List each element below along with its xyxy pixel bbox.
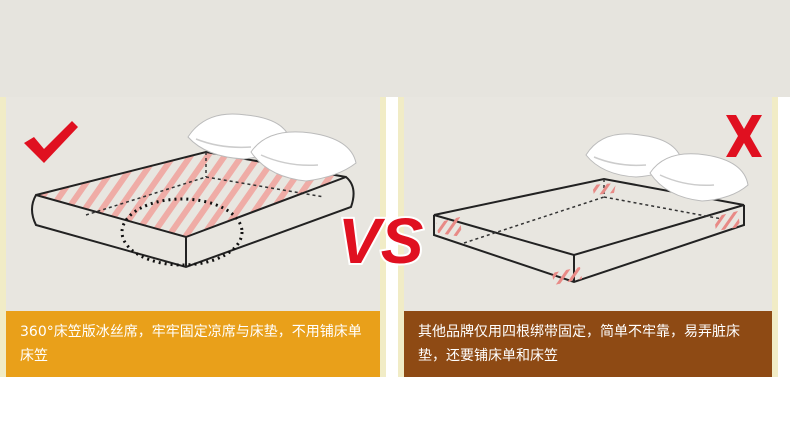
mattress-outline (31, 175, 355, 269)
mattress-hidden-edge (205, 176, 325, 198)
mattress-outline (433, 205, 745, 284)
mattress-hidden-edge (603, 196, 723, 220)
pillow (250, 131, 357, 182)
corner-strap (436, 217, 462, 237)
corner-strap (714, 211, 740, 231)
corner-strap (592, 183, 616, 195)
right-comparison-panel: 其他品牌仅用四根绑带固定，简单不牢靠，易弄脏床垫，还要铺床单和床笠 (398, 97, 778, 377)
vs-text: VS (338, 205, 424, 275)
panel-gap (386, 97, 398, 377)
check-icon (24, 121, 78, 163)
cross-icon (726, 115, 762, 157)
pillow (649, 153, 749, 202)
mattress-hidden-edge (85, 176, 207, 216)
right-caption: 其他品牌仅用四根绑带固定，简单不牢靠，易弄脏床垫，还要铺床单和床笠 (404, 311, 772, 377)
corner-strap (552, 267, 582, 285)
left-comparison-panel: 360°床笠版冰丝席，牢牢固定凉席与床垫，不用铺床单床笠 (0, 97, 386, 377)
left-caption: 360°床笠版冰丝席，牢牢固定凉席与床垫，不用铺床单床笠 (6, 311, 380, 377)
vs-emblem: VS (336, 205, 426, 275)
mattress-hidden-edge (463, 196, 605, 244)
top-background-band (0, 0, 790, 97)
strap-mattress-illustration (433, 133, 749, 285)
fitted-sheet-mattress-illustration (31, 113, 357, 269)
highlight-circle (120, 197, 244, 267)
